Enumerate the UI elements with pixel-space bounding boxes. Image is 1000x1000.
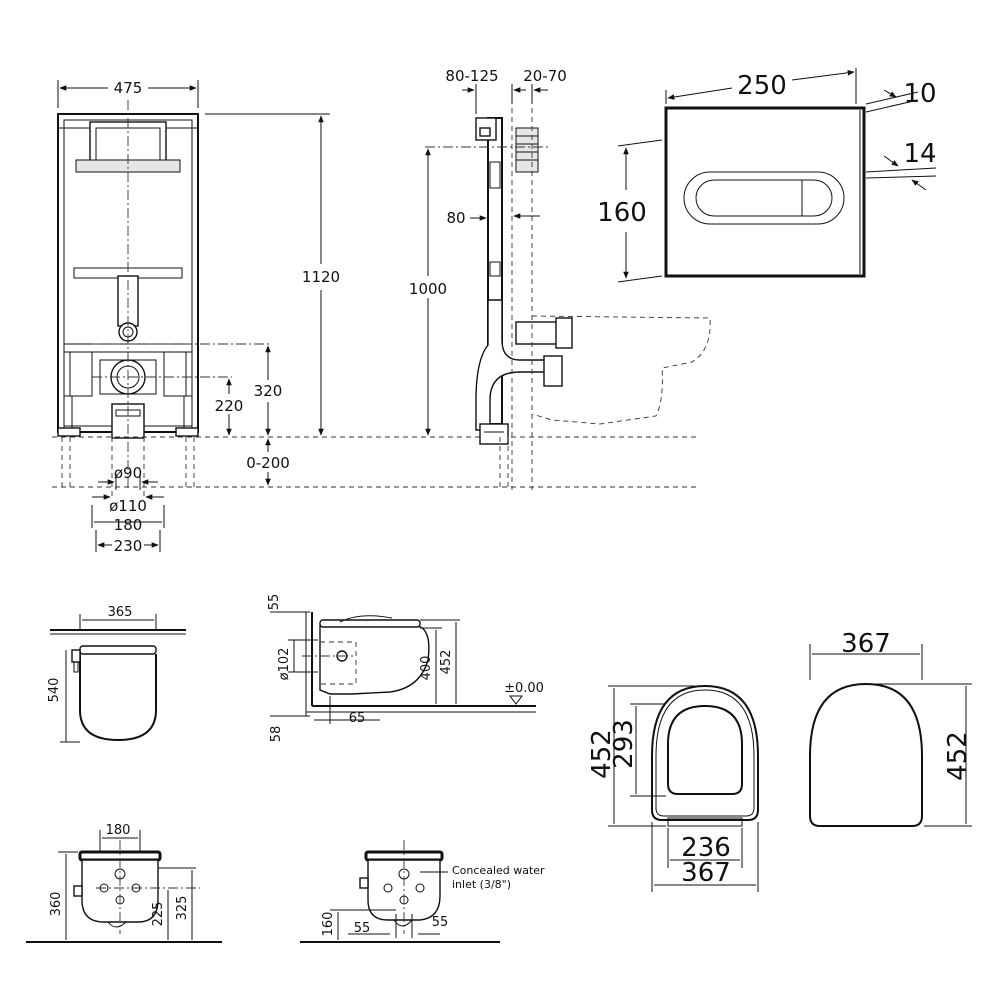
dim-bowl-side-452: 452 xyxy=(439,650,454,675)
flush-plate xyxy=(664,106,866,278)
dim-bowl-side-top: 55 xyxy=(267,594,282,611)
water-inlet-fitting xyxy=(359,877,369,889)
dim-plate-thickness-10: 10 xyxy=(903,79,936,109)
dim-bowl-front-360: 360 xyxy=(49,892,64,917)
dim-bowl-rear-55-a: 55 xyxy=(354,921,371,936)
frame-side-view: 80-125 20-70 1000 80 xyxy=(409,67,711,490)
dim-pipe-110: ø110 xyxy=(109,497,147,515)
dim-frame-width: 475 xyxy=(114,79,143,97)
lid-outline xyxy=(809,682,923,827)
dim-bowl-side-bottom: 58 xyxy=(269,726,284,743)
flush-button-outer xyxy=(683,171,845,225)
dim-width-180: 180 xyxy=(114,516,143,534)
dim-bowl-rear-55-b: 55 xyxy=(432,915,449,930)
seat-view: 452 293 236 367 xyxy=(587,684,759,892)
bowl-side-view: 55 ø102 400 452 65 58 ±0.00 xyxy=(267,594,544,743)
dim-bowl-front-width: 180 xyxy=(106,823,131,838)
dim-plate-width: 250 xyxy=(737,71,787,101)
dim-lid-width: 367 xyxy=(841,629,891,659)
dim-side-height: 1000 xyxy=(409,280,447,298)
bowl-top-outline xyxy=(79,654,157,742)
note-water-inlet-line2: inlet (3/8") xyxy=(452,878,511,891)
dim-side-depth-range: 80-125 xyxy=(445,67,498,85)
floor-reference-label: ±0.00 xyxy=(504,681,544,696)
frame-front-view: 475 1120 320 220 0-200 ø90 ø110 180 xyxy=(52,79,700,555)
side-bowl-outline xyxy=(531,315,711,425)
dim-seat-width: 367 xyxy=(681,858,731,888)
dim-side-wall-range: 20-70 xyxy=(523,67,567,85)
seat-outline xyxy=(651,684,759,821)
bowl-front-view: 180 360 225 325 xyxy=(26,823,222,943)
dim-outlet-height: 320 xyxy=(254,382,283,400)
dim-seat-length: 452 xyxy=(587,729,617,779)
bowl-rear-view: Concealed water inlet (3/8") 160 55 55 xyxy=(300,840,545,943)
dim-bowl-side-pipe: ø102 xyxy=(277,648,292,681)
flush-button-inner xyxy=(695,179,833,217)
dim-seat-inner-length: 293 xyxy=(609,719,639,769)
dim-width-230: 230 xyxy=(114,537,143,555)
dim-side-frame-depth: 80 xyxy=(446,209,465,227)
dim-lid-length: 452 xyxy=(943,731,973,781)
dim-seat-inner-width: 236 xyxy=(681,833,731,863)
dim-plate-height: 160 xyxy=(597,198,647,228)
flush-plate-view: 250 160 10 14 xyxy=(597,68,937,283)
dim-bowl-front-225: 225 xyxy=(151,902,166,927)
dim-bowl-top-length: 540 xyxy=(47,678,62,703)
dim-pipe-90: ø90 xyxy=(114,464,142,482)
side-cistern-inlet xyxy=(515,127,539,173)
dim-bowl-front-325: 325 xyxy=(175,896,190,921)
dim-inlet-height: 220 xyxy=(215,397,244,415)
note-water-inlet-line1: Concealed water xyxy=(452,864,545,877)
dim-floor-adjustment: 0-200 xyxy=(246,454,290,472)
seat-opening xyxy=(667,704,743,795)
dim-frame-height: 1120 xyxy=(302,268,340,286)
dim-bowl-rear-160: 160 xyxy=(321,912,336,937)
bowl-top-view: 365 540 xyxy=(47,605,186,743)
dim-bowl-side-offset: 65 xyxy=(349,711,366,726)
bowl-side-outline xyxy=(319,625,430,695)
dim-bowl-top-width: 365 xyxy=(108,605,133,620)
lid-view: 367 452 xyxy=(809,629,973,827)
dim-plate-thickness-14: 14 xyxy=(903,139,936,169)
dim-bowl-side-400: 400 xyxy=(419,656,434,681)
